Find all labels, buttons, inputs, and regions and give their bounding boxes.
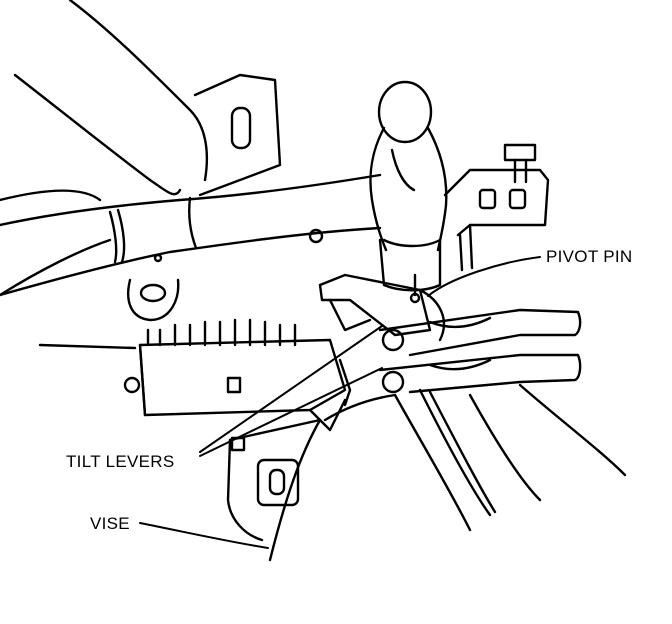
- pivot-pin-label: PIVOT PIN: [546, 247, 633, 266]
- switch-block: [38, 318, 347, 432]
- vise-jaw: [226, 393, 397, 562]
- housing: [127, 73, 324, 322]
- hammer-head: [369, 80, 448, 292]
- leader-lines: [139, 256, 541, 549]
- tilt-lever-assembly: [318, 273, 582, 407]
- tilt-levers-label: TILT LEVERS: [66, 452, 175, 471]
- upper-bracket: [443, 143, 550, 272]
- vise-label: VISE: [90, 514, 130, 533]
- column-shaft: [393, 383, 627, 532]
- hand-arm: [0, 0, 209, 297]
- hammer-handle: [0, 173, 382, 297]
